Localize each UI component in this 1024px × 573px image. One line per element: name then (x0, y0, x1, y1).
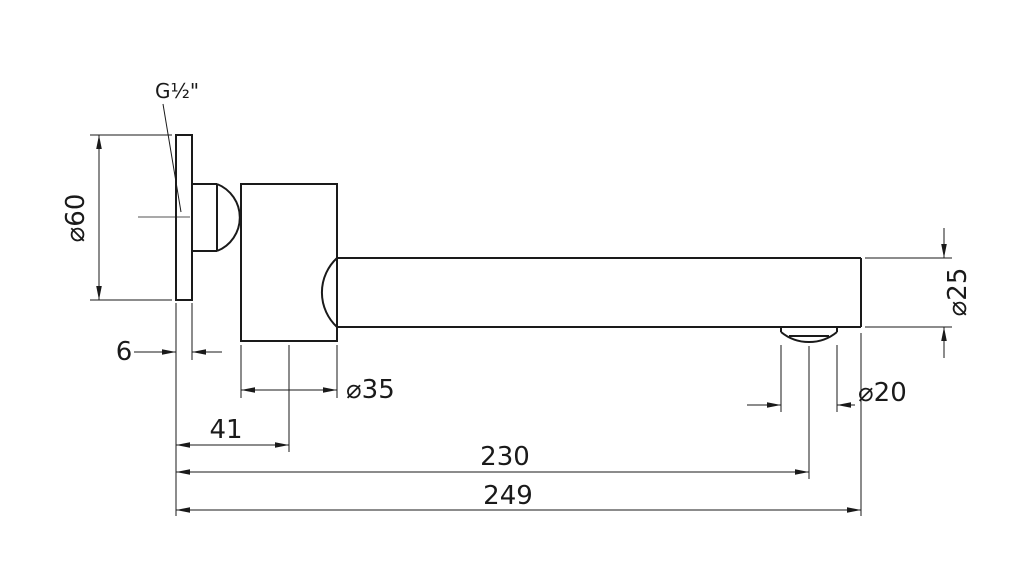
tube-root-arc (320, 257, 338, 328)
dim-label-outlet-diameter: ⌀20 (858, 378, 907, 408)
arrowhead (96, 135, 102, 149)
arrowhead (847, 507, 861, 513)
thread-label: G½" (155, 79, 199, 103)
leader-line (162, 103, 182, 213)
arrowhead (323, 387, 337, 393)
thread-callout: G½" (155, 79, 199, 213)
arrowhead (837, 402, 851, 408)
dimension-total-length: 249 (176, 333, 862, 516)
arrowhead (176, 469, 190, 475)
dim-label-wall-to-axis: 41 (209, 415, 242, 445)
dimension-spout-diameter: ⌀25 (865, 228, 973, 358)
arrowhead (941, 327, 947, 341)
outlet-aerator (780, 327, 838, 343)
elbow-body (240, 183, 338, 342)
arrowhead (275, 442, 289, 448)
arrowhead (162, 349, 176, 355)
connector-nut (192, 183, 241, 252)
arrowhead (241, 387, 255, 393)
spout-tube (320, 257, 862, 328)
dim-label-spout-diameter: ⌀25 (943, 268, 973, 317)
arrowhead (176, 442, 190, 448)
dimension-flange-thickness: 6 (116, 303, 222, 516)
arrowhead (176, 507, 190, 513)
dim-label-wall-to-outlet: 230 (480, 442, 530, 472)
dimension-outlet-diameter: ⌀20 (747, 345, 907, 412)
dimension-wall-to-axis: 41 (176, 345, 290, 452)
nut-dome-arc (216, 183, 241, 252)
dimension-body-diameter: ⌀35 (240, 345, 395, 405)
spout-outline (138, 134, 862, 343)
arrowhead (96, 286, 102, 300)
arrowhead (941, 244, 947, 258)
outlet-dome-arc (780, 331, 838, 343)
dim-label-flange-diameter: ⌀60 (61, 194, 91, 243)
dim-label-body-diameter: ⌀35 (346, 375, 395, 405)
wall-flange (175, 134, 193, 301)
arrowhead (795, 469, 809, 475)
dimension-wall-to-outlet: 230 (176, 346, 810, 479)
arrowhead (192, 349, 206, 355)
dim-label-flange-thickness: 6 (116, 337, 133, 367)
arrowhead (767, 402, 781, 408)
dim-label-total-length: 249 (483, 481, 533, 511)
dimension-flange-diameter: ⌀60 (61, 134, 172, 301)
